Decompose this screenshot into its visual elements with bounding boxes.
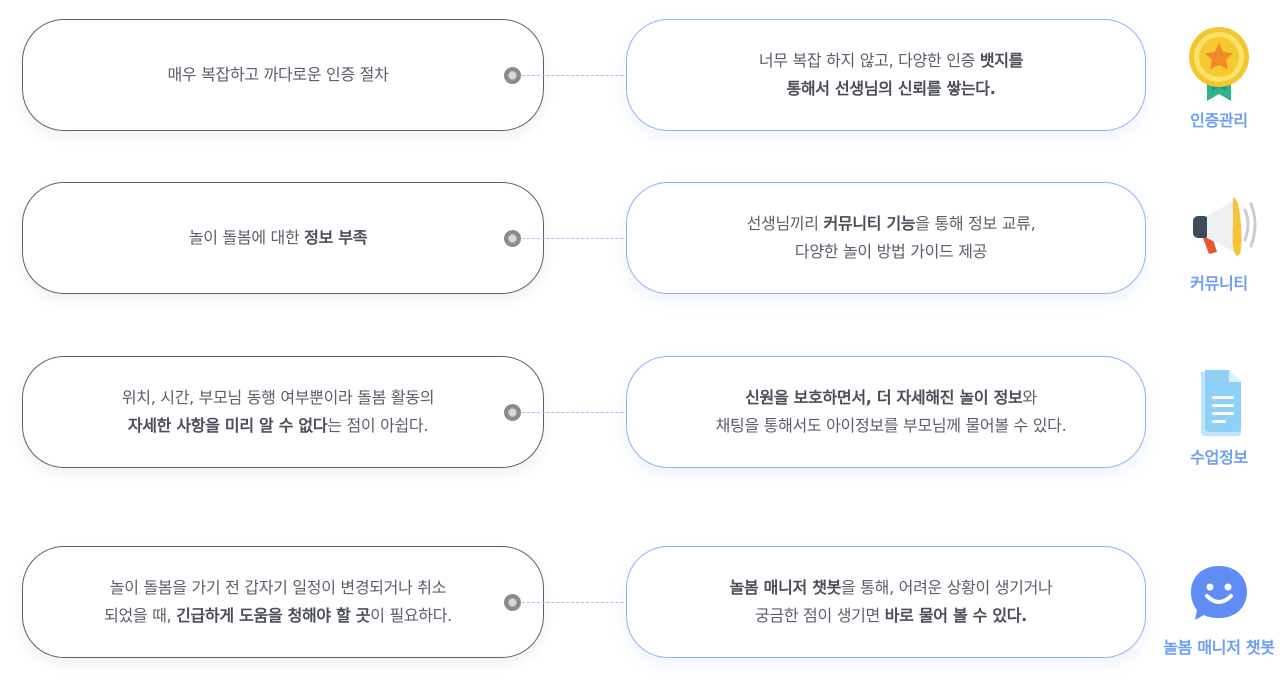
gray-node-dot: [504, 404, 521, 421]
solution-card-classinfo: 신원을 보호하면서, 더 자세해진 놀이 정보와 채팅을 통해서도 아이정보를 …: [626, 356, 1146, 468]
solution-text: 선생님끼리 커뮤니티 기능을 통해 정보 교류, 다양한 놀이 방법 가이드 제…: [746, 214, 1036, 261]
solution-text: 너무 복잡 하지 않고, 다양한 인증 뱃지를 통해서 선생님의 신뢰를 쌓는다…: [758, 51, 1024, 98]
comparison-row-classinfo: 위치, 시간, 부모님 동행 여부뿐이라 돌봄 활동의 자세한 사항을 미리 알…: [0, 356, 1280, 468]
solution-text: 신원을 보호하면서, 더 자세해진 놀이 정보와 채팅을 통해서도 아이정보를 …: [715, 388, 1067, 435]
problem-text: 놀이 돌봄에 대한 정보 부족: [188, 228, 368, 247]
feature-label: 놀봄 매니저 챗봇: [1163, 638, 1275, 657]
gray-node-dot: [504, 67, 521, 84]
solution-text: 놀봄 매니저 챗봇을 통해, 어려운 상황이 생기거나 궁금한 점이 생기면 바…: [729, 578, 1053, 625]
problem-card-community: 놀이 돌봄에 대한 정보 부족: [22, 182, 544, 294]
feature-label: 인증관리: [1190, 111, 1248, 130]
comparison-row-chatbot: 놀이 돌봄을 가기 전 갑자기 일정이 변경되거나 취소 되었을 때, 긴급하게…: [0, 546, 1280, 658]
comparison-row-community: 놀이 돌봄에 대한 정보 부족 선생님끼리 커뮤니티 기능을 통해 정보 교류,…: [0, 182, 1280, 294]
medal-icon: [1189, 27, 1249, 101]
feature-badge-chatbot: 놀봄 매니저 챗봇: [1158, 552, 1280, 658]
problem-card-chatbot: 놀이 돌봄을 가기 전 갑자기 일정이 변경되거나 취소 되었을 때, 긴급하게…: [22, 546, 544, 658]
gray-node-dot: [504, 230, 521, 247]
problem-text: 매우 복잡하고 까다로운 인증 절차: [167, 65, 389, 84]
feature-badge-classinfo: 수업정보: [1158, 362, 1280, 468]
gray-node-dot: [504, 594, 521, 611]
feature-label: 커뮤니티: [1190, 274, 1248, 293]
problem-text: 위치, 시간, 부모님 동행 여부뿐이라 돌봄 활동의 자세한 사항을 미리 알…: [121, 388, 435, 435]
dashed-connector: [522, 602, 648, 603]
megaphone-icon: [1193, 197, 1257, 256]
dashed-connector: [522, 75, 648, 76]
dashed-connector: [522, 412, 648, 413]
problem-card-classinfo: 위치, 시간, 부모님 동행 여부뿐이라 돌봄 활동의 자세한 사항을 미리 알…: [22, 356, 544, 468]
feature-label: 수업정보: [1190, 448, 1248, 467]
solution-card-chatbot: 놀봄 매니저 챗봇을 통해, 어려운 상황이 생기거나 궁금한 점이 생기면 바…: [626, 546, 1146, 658]
dashed-connector: [522, 238, 648, 239]
solution-card-community: 선생님끼리 커뮤니티 기능을 통해 정보 교류, 다양한 놀이 방법 가이드 제…: [626, 182, 1146, 294]
comparison-row-auth: 매우 복잡하고 까다로운 인증 절차 너무 복잡 하지 않고, 다양한 인증 뱃…: [0, 19, 1280, 131]
feature-badge-auth: 인증관리: [1158, 25, 1280, 131]
problem-text: 놀이 돌봄을 가기 전 갑자기 일정이 변경되거나 취소 되었을 때, 긴급하게…: [104, 578, 452, 625]
feature-badge-community: 커뮤니티: [1158, 188, 1280, 294]
document-icon: [1201, 370, 1241, 436]
chatbot-smile-icon: [1191, 566, 1247, 620]
solution-card-auth: 너무 복잡 하지 않고, 다양한 인증 뱃지를 통해서 선생님의 신뢰를 쌓는다…: [626, 19, 1146, 131]
problem-card-auth: 매우 복잡하고 까다로운 인증 절차: [22, 19, 544, 131]
